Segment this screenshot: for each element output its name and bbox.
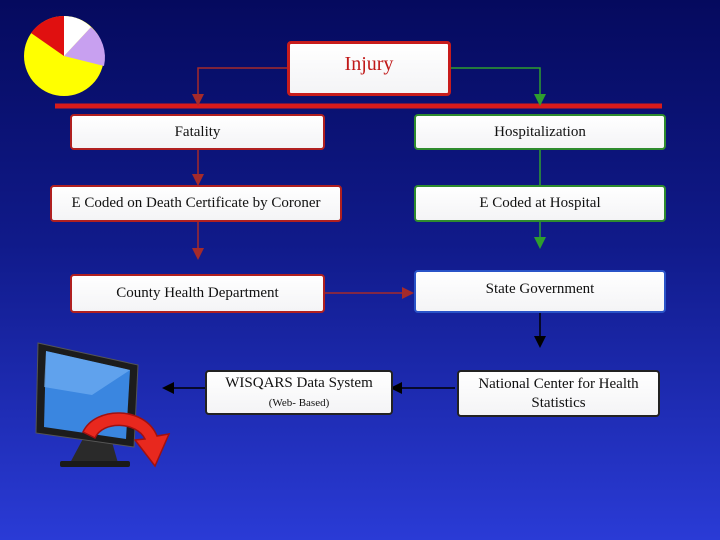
nchs-label: National Center for Health Statistics [478,375,639,411]
fatality-box: Fatality [70,114,325,150]
injury-label: Injury [344,53,394,75]
county-health-label: County Health Department [116,285,279,302]
county-health-box: County Health Department [70,274,325,313]
connector-injury-fatality [192,67,288,106]
wisqars-box: WISQARS Data System (Web- Based) [205,370,393,415]
death-certificate-label: E Coded on Death Certificate by Coroner [71,195,321,212]
wisqars-label: WISQARS Data System [225,375,373,392]
state-government-label: State Government [485,281,595,297]
hospital-coding-box: E Coded at Hospital [414,185,666,222]
wisqars-sublabel: (Web- Based) [268,397,330,409]
curved-arrow-icon [82,412,171,468]
nchs-box: National Center for Health Statistics [457,370,660,417]
death-certificate-box: E Coded on Death Certificate by Coroner [50,185,342,222]
fatality-label: Fatality [174,123,221,140]
injury-box: Injury [287,41,451,96]
state-government-box: State Government [414,270,666,313]
hospitalization-label: Hospitalization [494,123,586,140]
hospital-coding-label: E Coded at Hospital [479,195,601,212]
pie-chart-icon [24,15,105,96]
hospitalization-box: Hospitalization [414,114,666,150]
connector-injury-hospitalization [450,67,546,106]
